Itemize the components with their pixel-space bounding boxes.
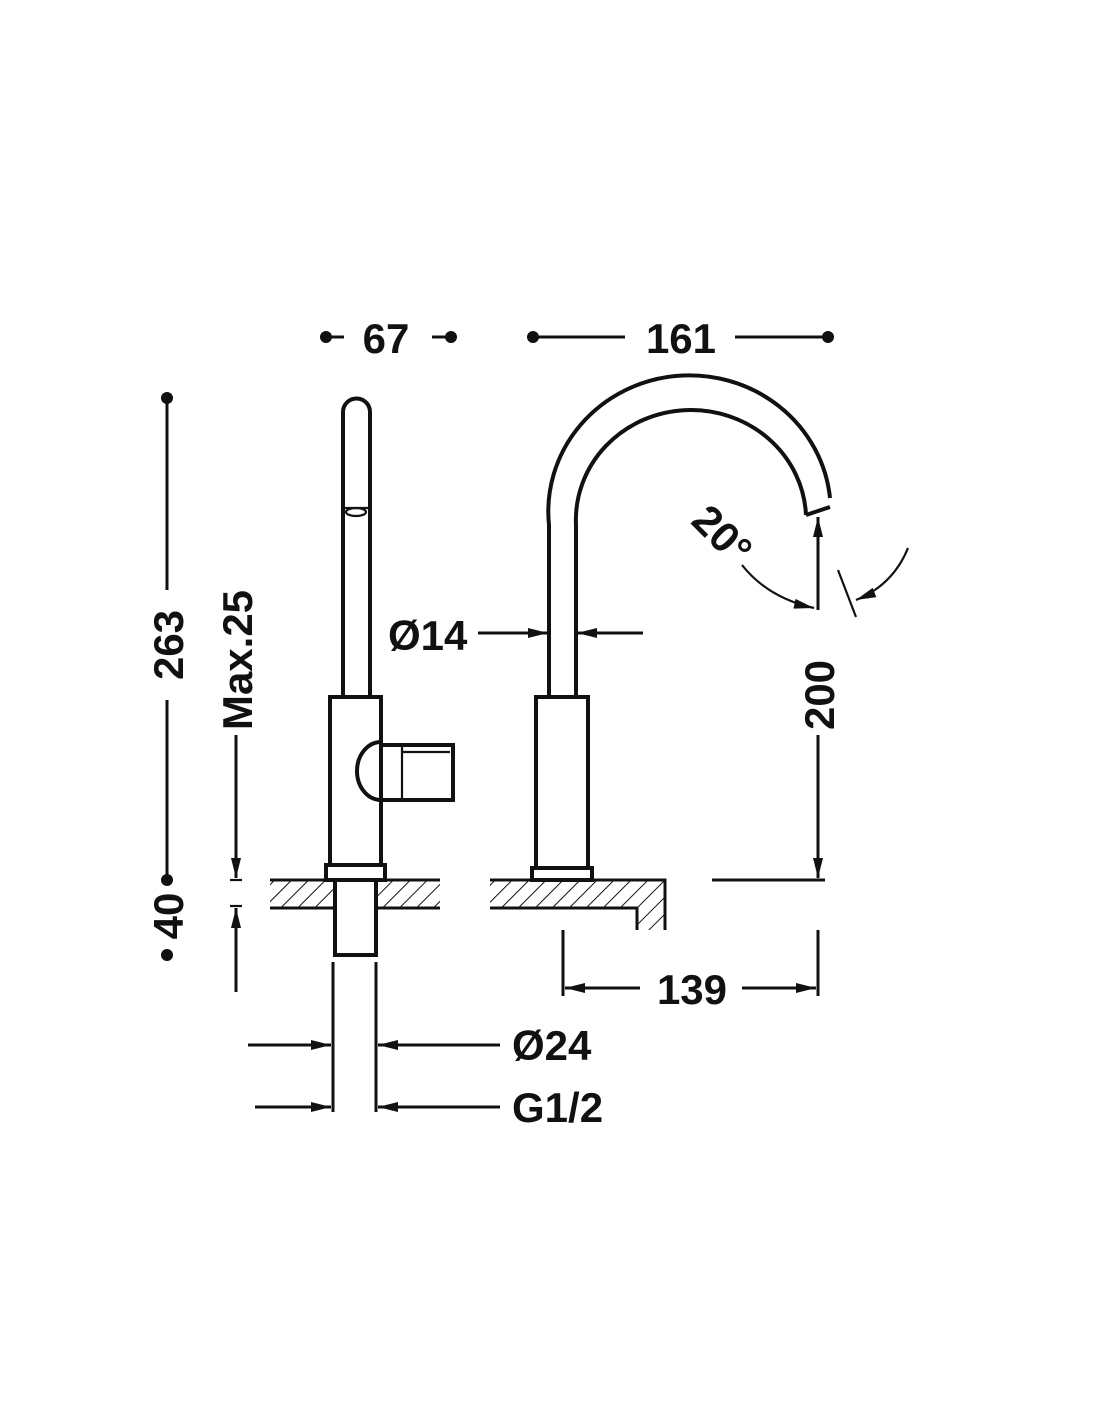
dimension-67: 67: [320, 315, 457, 362]
dimension-161: 161: [527, 315, 834, 362]
dimension-diameter-14: Ø14: [388, 612, 643, 659]
dimension-label: 40: [145, 893, 192, 940]
dimension-label: Ø24: [512, 1022, 592, 1069]
dimension-label: 161: [646, 315, 716, 362]
deck-left-hatched: [270, 878, 440, 910]
dimension-40: 40: [145, 893, 192, 961]
faucet-front-view: [530, 373, 832, 882]
dimension-200: 200: [796, 517, 843, 878]
deck-right-hatched: [490, 878, 825, 930]
dimension-label: Max.25: [214, 590, 261, 730]
dimension-max-25: Max.25: [214, 590, 261, 992]
faucet-side-view: [324, 396, 455, 1112]
dimension-label: 139: [657, 966, 727, 1013]
dimension-263: 263: [145, 392, 192, 886]
dimension-label: G1/2: [512, 1084, 603, 1131]
dimension-139: 139: [561, 930, 820, 1013]
dimension-diameter-24: Ø24: [248, 1022, 592, 1069]
dimension-label: 200: [796, 660, 843, 730]
dimension-angle-20: 20°: [683, 496, 910, 618]
dimension-label: Ø14: [388, 612, 468, 659]
dimension-label: 263: [145, 610, 192, 680]
dimension-label: 67: [363, 315, 410, 362]
dimension-thread: G1/2: [255, 1084, 603, 1131]
dimension-label: 20°: [683, 496, 761, 574]
